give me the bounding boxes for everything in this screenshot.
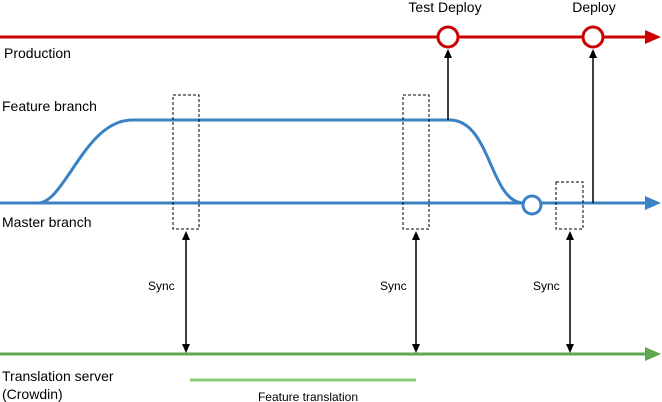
production-arrowhead — [645, 30, 661, 44]
translation-lane: Translation server (Crowdin) — [0, 347, 661, 402]
sync-label-2: Sync — [380, 279, 407, 293]
master-branch-lane: Master branch — [0, 194, 661, 230]
deploy-node — [581, 25, 605, 49]
test-deploy-node — [436, 25, 460, 49]
translation-arrowhead — [645, 347, 661, 361]
sync-arrow-3 — [566, 231, 574, 353]
sync-box-3 — [555, 181, 584, 230]
deploy-label: Deploy — [572, 0, 616, 15]
master-arrowhead — [645, 196, 661, 210]
feature-branch-lane: Feature branch — [2, 98, 523, 205]
sync-box-2 — [402, 94, 430, 230]
master-branch-label: Master branch — [2, 214, 91, 230]
merge-node — [521, 194, 543, 216]
sync-box-1 — [172, 94, 200, 230]
production-events: Test Deploy Deploy — [408, 0, 616, 49]
test-deploy-label: Test Deploy — [408, 0, 481, 15]
sync-arrow-1 — [182, 231, 190, 353]
feature-branch-label: Feature branch — [2, 98, 97, 114]
sync-label-1: Sync — [148, 279, 175, 293]
sync-label-3: Sync — [533, 279, 560, 293]
sync-arrows: Sync Sync Sync — [148, 231, 574, 353]
deploy-arrow — [589, 49, 597, 203]
deploy-arrows — [444, 49, 597, 203]
feature-translation-label: Feature translation — [258, 390, 358, 402]
translation-label-line1: Translation server — [2, 368, 114, 384]
feature-translation: Feature translation — [190, 378, 416, 402]
sync-arrow-2 — [412, 231, 420, 353]
translation-label-line2: (Crowdin) — [2, 386, 63, 402]
production-label: Production — [4, 45, 71, 61]
test-deploy-arrow — [444, 49, 452, 120]
feature-branch-path — [37, 118, 523, 205]
production-lane: Production — [0, 30, 661, 61]
sync-boxes — [172, 94, 584, 230]
